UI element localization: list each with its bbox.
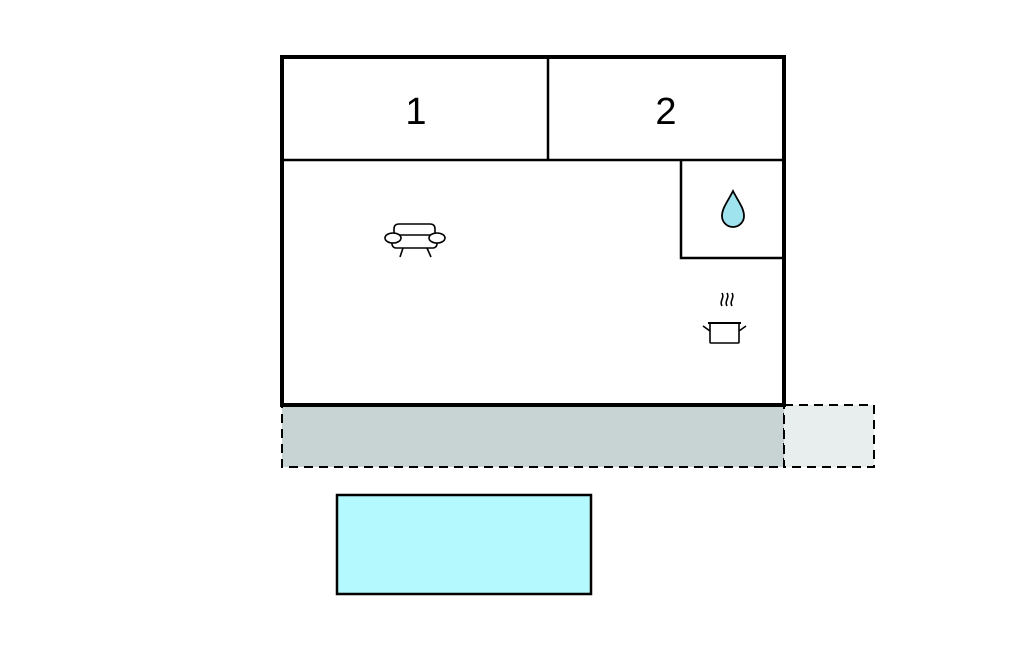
sofa-icon — [384, 223, 446, 258]
terrace-extension — [783, 404, 875, 468]
house-outline — [280, 55, 786, 407]
cooking-pot-icon — [702, 292, 747, 344]
room-label-2: 2 — [655, 91, 676, 133]
water-drop-icon — [721, 188, 745, 228]
terrace — [281, 404, 785, 468]
bathroom-wall — [679, 160, 784, 260]
room-label-1: 1 — [405, 91, 426, 133]
pool — [335, 493, 593, 596]
